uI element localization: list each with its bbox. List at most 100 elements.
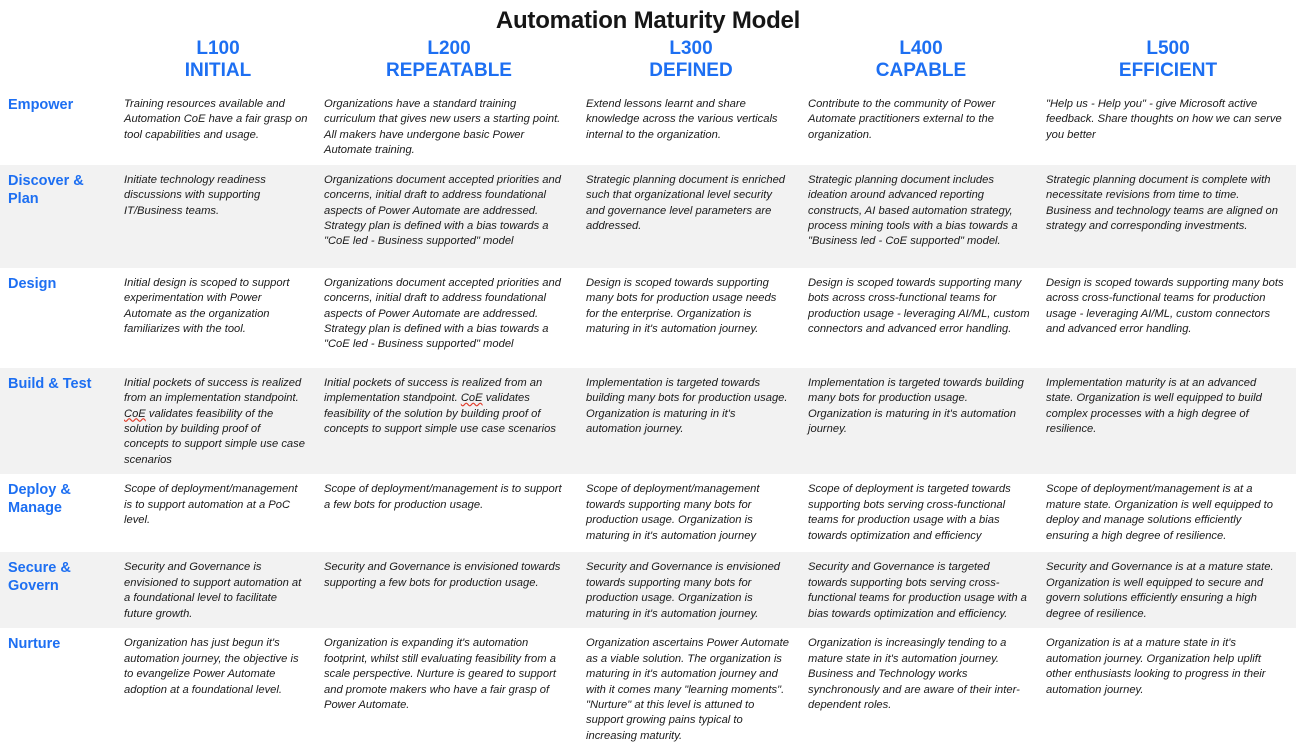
cell-text: Scope of deployment/management is at a m… (1046, 483, 1273, 542)
cell-text: Organization is increasingly tending to … (808, 637, 1020, 711)
cell-discover-l500: Strategic planning document is complete … (1040, 164, 1296, 268)
cell-text: Training resources available and Automat… (124, 97, 308, 141)
cell-text: Design is scoped towards supporting many… (808, 276, 1030, 335)
cell-text: Security and Governance is envisioned to… (324, 561, 561, 589)
column-header-l300: L300 DEFINED (580, 38, 802, 89)
cell-build-l200: Initial pockets of success is realized f… (318, 367, 580, 475)
cell-discover-l200: Organizations document accepted prioriti… (318, 164, 580, 268)
page-title: Automation Maturity Model (495, 7, 801, 34)
spellcheck-underlined-word: CoE (124, 407, 146, 420)
cell-secure-l200: Security and Governance is envisioned to… (318, 552, 580, 629)
cell-text: Initiate technology readiness discussion… (124, 173, 266, 217)
spellcheck-underlined-word: CoE (460, 392, 483, 405)
dimension-label-empower: Empower (8, 96, 74, 113)
cell-text: Scope of deployment is targeted towards … (808, 483, 1011, 542)
cell-nurture-l500: Organization is at a mature state in it'… (1040, 628, 1296, 750)
level-name-l400: CAPABLE (875, 60, 967, 82)
cell-text: Organization ascertains Power Automate a… (586, 637, 789, 742)
cell-discover-l100: Initiate technology readiness discussion… (118, 164, 318, 268)
dimension-label-discover-plan: Discover & Plan (0, 164, 118, 268)
dimension-label-deploy-manage: Deploy & Manage (8, 482, 71, 517)
cell-text: Strategic planning document includes ide… (808, 173, 1018, 248)
cell-text: Design is scoped towards supporting many… (1046, 276, 1284, 335)
cell-build-l100: Initial pockets of success is realized f… (118, 367, 318, 475)
cell-discover-l300: Strategic planning document is enriched … (580, 164, 802, 268)
level-name-l300: DEFINED (649, 60, 733, 82)
cell-design-l200: Organizations document accepted prioriti… (318, 268, 580, 368)
cell-secure-l500: Security and Governance is at a mature s… (1040, 552, 1296, 629)
table-row: Discover & Plan Initiate technology read… (0, 164, 1296, 268)
dimension-label-nurture: Nurture (8, 636, 61, 653)
level-code-l200: L200 (427, 38, 471, 59)
cell-text: Implementation is targeted towards build… (586, 376, 788, 435)
cell-text: Contribute to the community of Power Aut… (808, 97, 996, 141)
cell-text: Organizations have a standard training c… (324, 97, 561, 157)
cell-nurture-l400: Organization is increasingly tending to … (802, 628, 1040, 750)
cell-secure-l100: Security and Governance is envisioned to… (118, 552, 318, 629)
dimension-label-design: Design (8, 275, 57, 292)
level-code-l100: L100 (196, 38, 240, 59)
cell-text: Initial pockets of success is realized f… (324, 376, 556, 435)
cell-empower-l400: Contribute to the community of Power Aut… (802, 89, 1040, 165)
cell-discover-l400: Strategic planning document includes ide… (802, 164, 1040, 268)
header-row: L100 INITIAL L200 REPEATABLE L300 DEFINE… (0, 38, 1296, 89)
cell-text: Organizations document accepted prioriti… (324, 276, 561, 351)
cell-secure-l300: Security and Governance is envisioned to… (580, 552, 802, 629)
cell-build-l300: Implementation is targeted towards build… (580, 367, 802, 475)
level-code-l300: L300 (669, 38, 713, 59)
cell-text: Security and Governance is envisioned to… (124, 561, 302, 620)
cell-text: Implementation is targeted towards build… (808, 376, 1024, 435)
dimension-label-build-test: Build & Test (0, 367, 118, 475)
cell-text: Security and Governance is envisioned to… (586, 561, 781, 620)
level-name-l200: REPEATABLE (386, 60, 512, 82)
cell-text: Scope of deployment/management towards s… (586, 483, 760, 542)
cell-empower-l300: Extend lessons learnt and share knowledg… (580, 89, 802, 165)
cell-design-l300: Design is scoped towards supporting many… (580, 268, 802, 368)
table-body: Empower Training resources available and… (0, 89, 1296, 751)
cell-text: "Help us - Help you" - give Microsoft ac… (1046, 97, 1282, 141)
table-row: Nurture Organization has just begun it's… (0, 628, 1296, 750)
cell-nurture-l200: Organization is expanding it's automatio… (318, 628, 580, 750)
table-row: Build & Test Initial pockets of success … (0, 367, 1296, 475)
cell-text: Strategic planning document is enriched … (586, 173, 786, 232)
cell-empower-l100: Training resources available and Automat… (118, 89, 318, 165)
cell-secure-l400: Security and Governance is targeted towa… (802, 552, 1040, 629)
cell-text: Extend lessons learnt and share knowledg… (586, 97, 778, 141)
cell-text: Implementation maturity is at an advance… (1046, 376, 1262, 435)
cell-design-l400: Design is scoped towards supporting many… (802, 268, 1040, 368)
table-row: Empower Training resources available and… (0, 89, 1296, 165)
header-corner-blank (0, 38, 118, 89)
cell-text: Strategic planning document is complete … (1046, 173, 1278, 232)
cell-empower-l500: "Help us - Help you" - give Microsoft ac… (1040, 89, 1296, 165)
level-code-l400: L400 (899, 38, 943, 59)
cell-text: Organization is at a mature state in it'… (1046, 637, 1266, 696)
column-header-l400: L400 CAPABLE (802, 38, 1040, 89)
table-row: Secure & Govern Security and Governance … (0, 552, 1296, 629)
cell-text: Initial design is scoped to support expe… (124, 276, 290, 335)
cell-deploy-l200: Scope of deployment/management is to sup… (318, 474, 580, 552)
cell-build-l400: Implementation is targeted towards build… (802, 367, 1040, 475)
table-row: Design Initial design is scoped to suppo… (0, 268, 1296, 368)
column-header-l500: L500 EFFICIENT (1040, 38, 1296, 89)
table-row: Deploy & Manage Scope of deployment/mana… (0, 474, 1296, 552)
dimension-label-secure-govern: Secure & Govern (0, 552, 118, 629)
cell-text: Organizations document accepted prioriti… (324, 173, 561, 248)
level-name-l100: INITIAL (184, 60, 252, 82)
cell-text: Initial pockets of success is realized f… (124, 376, 305, 466)
cell-deploy-l500: Scope of deployment/management is at a m… (1040, 474, 1296, 552)
table-header: L100 INITIAL L200 REPEATABLE L300 DEFINE… (0, 38, 1296, 89)
cell-design-l100: Initial design is scoped to support expe… (118, 268, 318, 368)
cell-text: Security and Governance is at a mature s… (1046, 561, 1274, 620)
cell-nurture-l300: Organization ascertains Power Automate a… (580, 628, 802, 750)
cell-build-l500: Implementation maturity is at an advance… (1040, 367, 1296, 475)
cell-nurture-l100: Organization has just begun it's automat… (118, 628, 318, 750)
column-header-l200: L200 REPEATABLE (318, 38, 580, 89)
level-name-l500: EFFICIENT (1118, 60, 1218, 82)
cell-design-l500: Design is scoped towards supporting many… (1040, 268, 1296, 368)
cell-deploy-l300: Scope of deployment/management towards s… (580, 474, 802, 552)
cell-text: Scope of deployment/management is to sup… (124, 483, 298, 527)
cell-text: Organization has just begun it's automat… (124, 637, 299, 696)
column-header-l100: L100 INITIAL (118, 38, 318, 89)
level-code-l500: L500 (1146, 38, 1190, 59)
